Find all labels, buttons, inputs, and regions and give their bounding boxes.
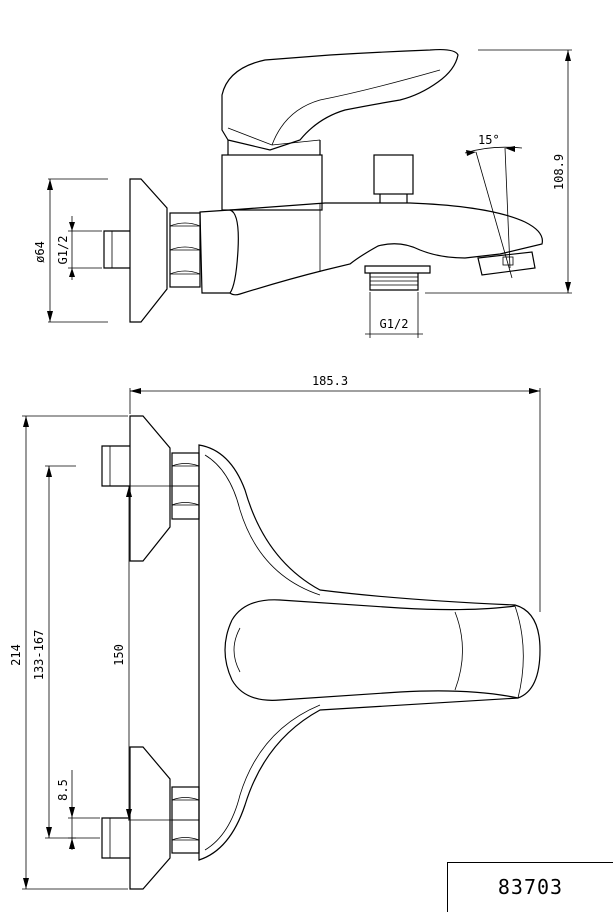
dim-center-distance-label: 150 <box>112 644 126 666</box>
dim-angle: 15° <box>464 133 523 279</box>
top-lever-handle <box>231 599 516 621</box>
dim-height-label: 108.9 <box>552 154 566 190</box>
side-diverter-knob <box>373 154 414 203</box>
top-view: 185.3 214 133-167 150 <box>9 374 541 890</box>
dim-inlet-thread: G1/2 <box>56 216 102 280</box>
model-code: 83703 <box>497 875 564 899</box>
top-lower-flange <box>129 746 171 890</box>
side-wall-flange <box>129 178 168 323</box>
dim-outlet-thread-label: G1/2 <box>380 317 409 331</box>
dim-total-height-label: 214 <box>9 644 23 666</box>
side-hex-nut <box>169 212 201 288</box>
dim-center-distance: 150 <box>112 486 132 820</box>
side-view: ø64 G1/2 G1/2 15° <box>33 48 572 338</box>
side-lever-handle <box>221 48 459 151</box>
dim-angle-label: 15° <box>478 133 500 147</box>
dim-offset: 8.5 <box>56 770 100 850</box>
dim-diameter-label: ø64 <box>33 241 47 263</box>
dim-adjust-range-label: 133-167 <box>32 630 46 681</box>
dim-diameter: ø64 <box>33 178 108 323</box>
dim-adjust-range: 133-167 <box>32 465 76 839</box>
side-outlet-thread <box>364 265 431 291</box>
model-code-box: 83703 <box>447 862 613 912</box>
top-upper-flange <box>129 415 171 562</box>
dim-width-label: 185.3 <box>312 374 348 388</box>
dim-offset-label: 8.5 <box>56 779 70 801</box>
side-inlet-pipe <box>103 230 130 269</box>
dim-total-height: 214 <box>9 415 128 890</box>
dim-height: 108.9 <box>425 49 572 294</box>
side-body <box>199 209 239 294</box>
side-cartridge <box>221 154 323 211</box>
dim-outlet-thread: G1/2 <box>365 292 423 338</box>
dim-inlet-thread-label: G1/2 <box>56 236 70 265</box>
top-body <box>198 444 541 861</box>
side-spout <box>229 202 543 296</box>
dim-width: 185.3 <box>129 374 541 612</box>
